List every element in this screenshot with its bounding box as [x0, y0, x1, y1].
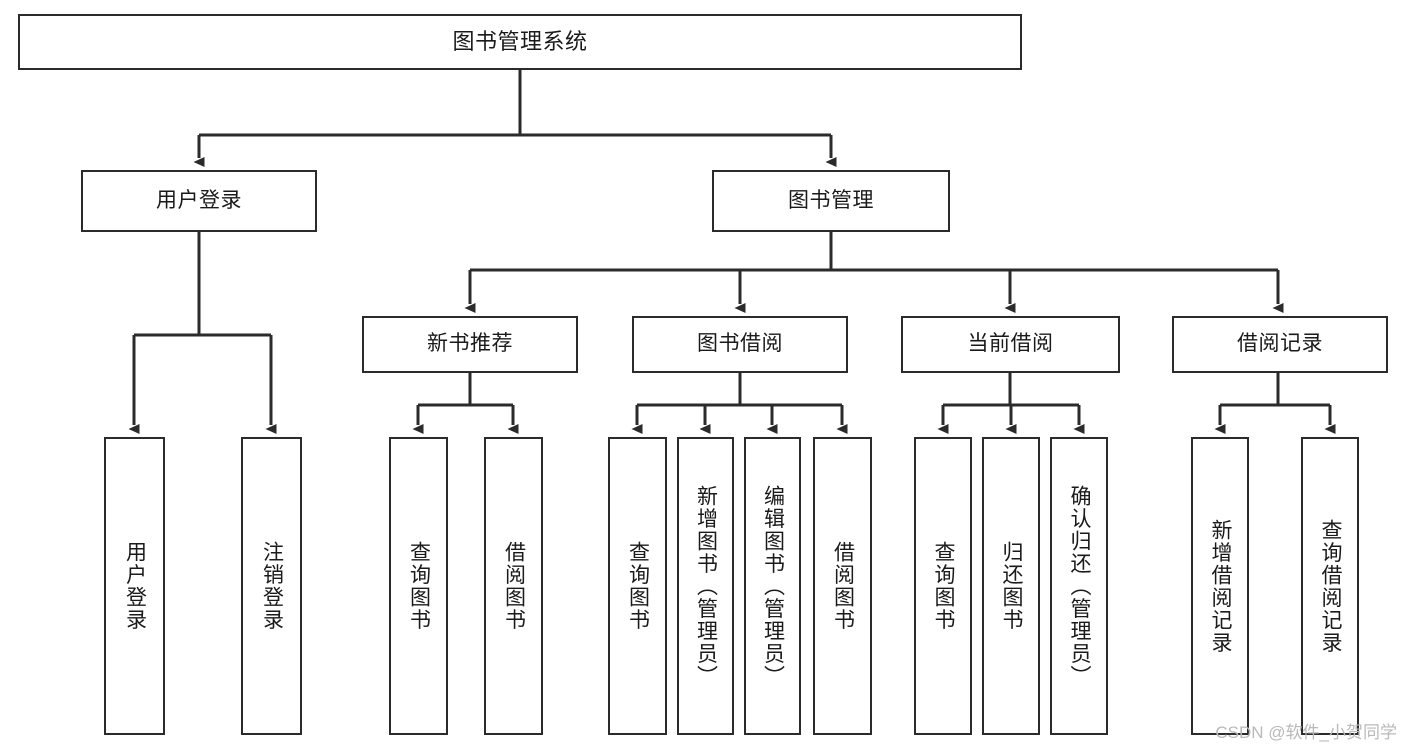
leaf-borrow-record-query-record[interactable]: 查询借阅记录 [1301, 437, 1359, 735]
node-borrow-record[interactable]: 借阅记录 [1172, 316, 1388, 373]
leaf-new-book-query-book[interactable]: 查询图书 [389, 437, 448, 735]
leaf-user-login-login[interactable]: 用户登录 [104, 437, 165, 735]
node-label: 用户登录 [156, 188, 242, 212]
node-label: 新书推荐 [427, 332, 513, 356]
node-label: 归还图书 [1000, 541, 1024, 631]
leaf-current-borrow-query-book[interactable]: 查询图书 [914, 437, 972, 735]
node-label: 图书借阅 [697, 332, 783, 356]
node-label: 借阅图书 [502, 541, 526, 631]
node-label: 用户登录 [123, 541, 147, 631]
node-label: 图书管理 [788, 188, 874, 212]
node-label: 查询借阅记录 [1319, 518, 1343, 654]
leaf-current-borrow-return-book[interactable]: 归还图书 [982, 437, 1040, 735]
node-label: 确认归还（管理员） [1068, 484, 1092, 688]
leaf-borrow-book-edit-book-admin[interactable]: 编辑图书（管理员） [744, 437, 801, 735]
leaf-borrow-record-add-record[interactable]: 新增借阅记录 [1191, 437, 1249, 735]
node-current-borrowing[interactable]: 当前借阅 [901, 316, 1120, 373]
node-label: 编辑图书（管理员） [761, 484, 785, 688]
node-new-book-recommendation[interactable]: 新书推荐 [362, 316, 578, 373]
node-label: 新增图书（管理员） [694, 484, 718, 688]
node-book-borrowing[interactable]: 图书借阅 [632, 316, 848, 373]
node-label: 查询图书 [407, 541, 431, 631]
node-label: 借阅记录 [1237, 332, 1323, 356]
node-user-login[interactable]: 用户登录 [81, 170, 317, 232]
leaf-borrow-book-borrow-book[interactable]: 借阅图书 [813, 437, 872, 735]
node-label: 借阅图书 [831, 541, 855, 631]
node-label: 查询图书 [932, 541, 956, 631]
leaf-borrow-book-add-book-admin[interactable]: 新增图书（管理员） [677, 437, 734, 735]
leaf-current-borrow-confirm-return-admin[interactable]: 确认归还（管理员） [1050, 437, 1108, 735]
node-label: 注销登录 [260, 541, 284, 631]
node-label: 图书管理系统 [452, 29, 588, 55]
csdn-watermark: CSDN @软件_小贺同学 [1215, 723, 1397, 742]
node-book-management[interactable]: 图书管理 [712, 170, 950, 232]
leaf-user-login-logout[interactable]: 注销登录 [241, 437, 302, 735]
leaf-new-book-borrow-book[interactable]: 借阅图书 [484, 437, 543, 735]
node-label: 新增借阅记录 [1209, 518, 1233, 654]
node-label: 当前借阅 [967, 332, 1054, 356]
node-label: 查询图书 [626, 541, 650, 631]
leaf-borrow-book-query-book[interactable]: 查询图书 [608, 437, 667, 735]
node-root-book-management-system[interactable]: 图书管理系统 [18, 14, 1022, 70]
